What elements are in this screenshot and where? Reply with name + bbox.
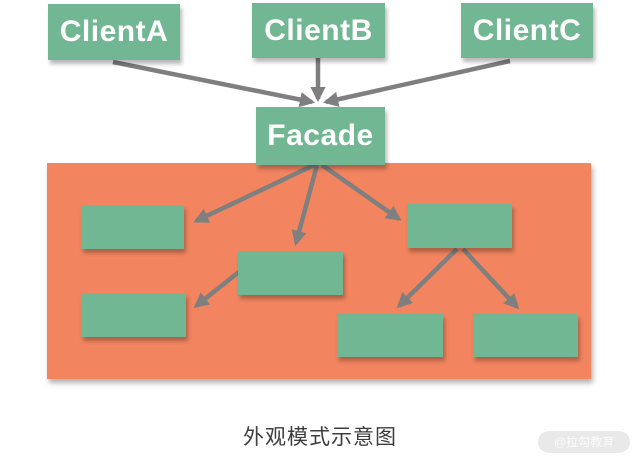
subsystem-box-5 xyxy=(337,314,443,357)
arrow-clienta-to-facade xyxy=(112,59,316,108)
client-c-label: ClientC xyxy=(472,14,582,47)
arrow-facade-to-subsystem3 xyxy=(320,163,402,221)
facade-label: Facade xyxy=(267,119,374,152)
diagram-caption: 外观模式示意图 xyxy=(243,426,397,449)
subsystem-box-2 xyxy=(238,251,343,295)
arrow-facade-to-subsystem1 xyxy=(193,162,315,224)
arrow-clientc-to-facade xyxy=(322,58,511,107)
watermark-badge: @拉勾教育 xyxy=(538,431,630,453)
client-a-box: ClientA xyxy=(48,4,180,60)
client-a-label: ClientA xyxy=(59,15,169,48)
subsystem-box-4 xyxy=(81,293,186,337)
client-b-box: ClientB xyxy=(252,3,385,58)
arrow-facade-to-subsystem2 xyxy=(291,164,320,247)
client-c-box: ClientC xyxy=(461,3,593,58)
facade-box: Facade xyxy=(256,107,385,165)
arrow-subsystem2-to-subsystem4 xyxy=(193,269,242,308)
subsystem-box-3 xyxy=(407,204,512,248)
client-b-label: ClientB xyxy=(264,14,373,47)
subsystem-box-6 xyxy=(473,314,578,357)
arrow-subsystem3-to-subsystem6 xyxy=(461,247,520,310)
subsystem-box-1 xyxy=(81,205,184,249)
arrow-subsystem3-to-subsystem5 xyxy=(396,247,459,309)
